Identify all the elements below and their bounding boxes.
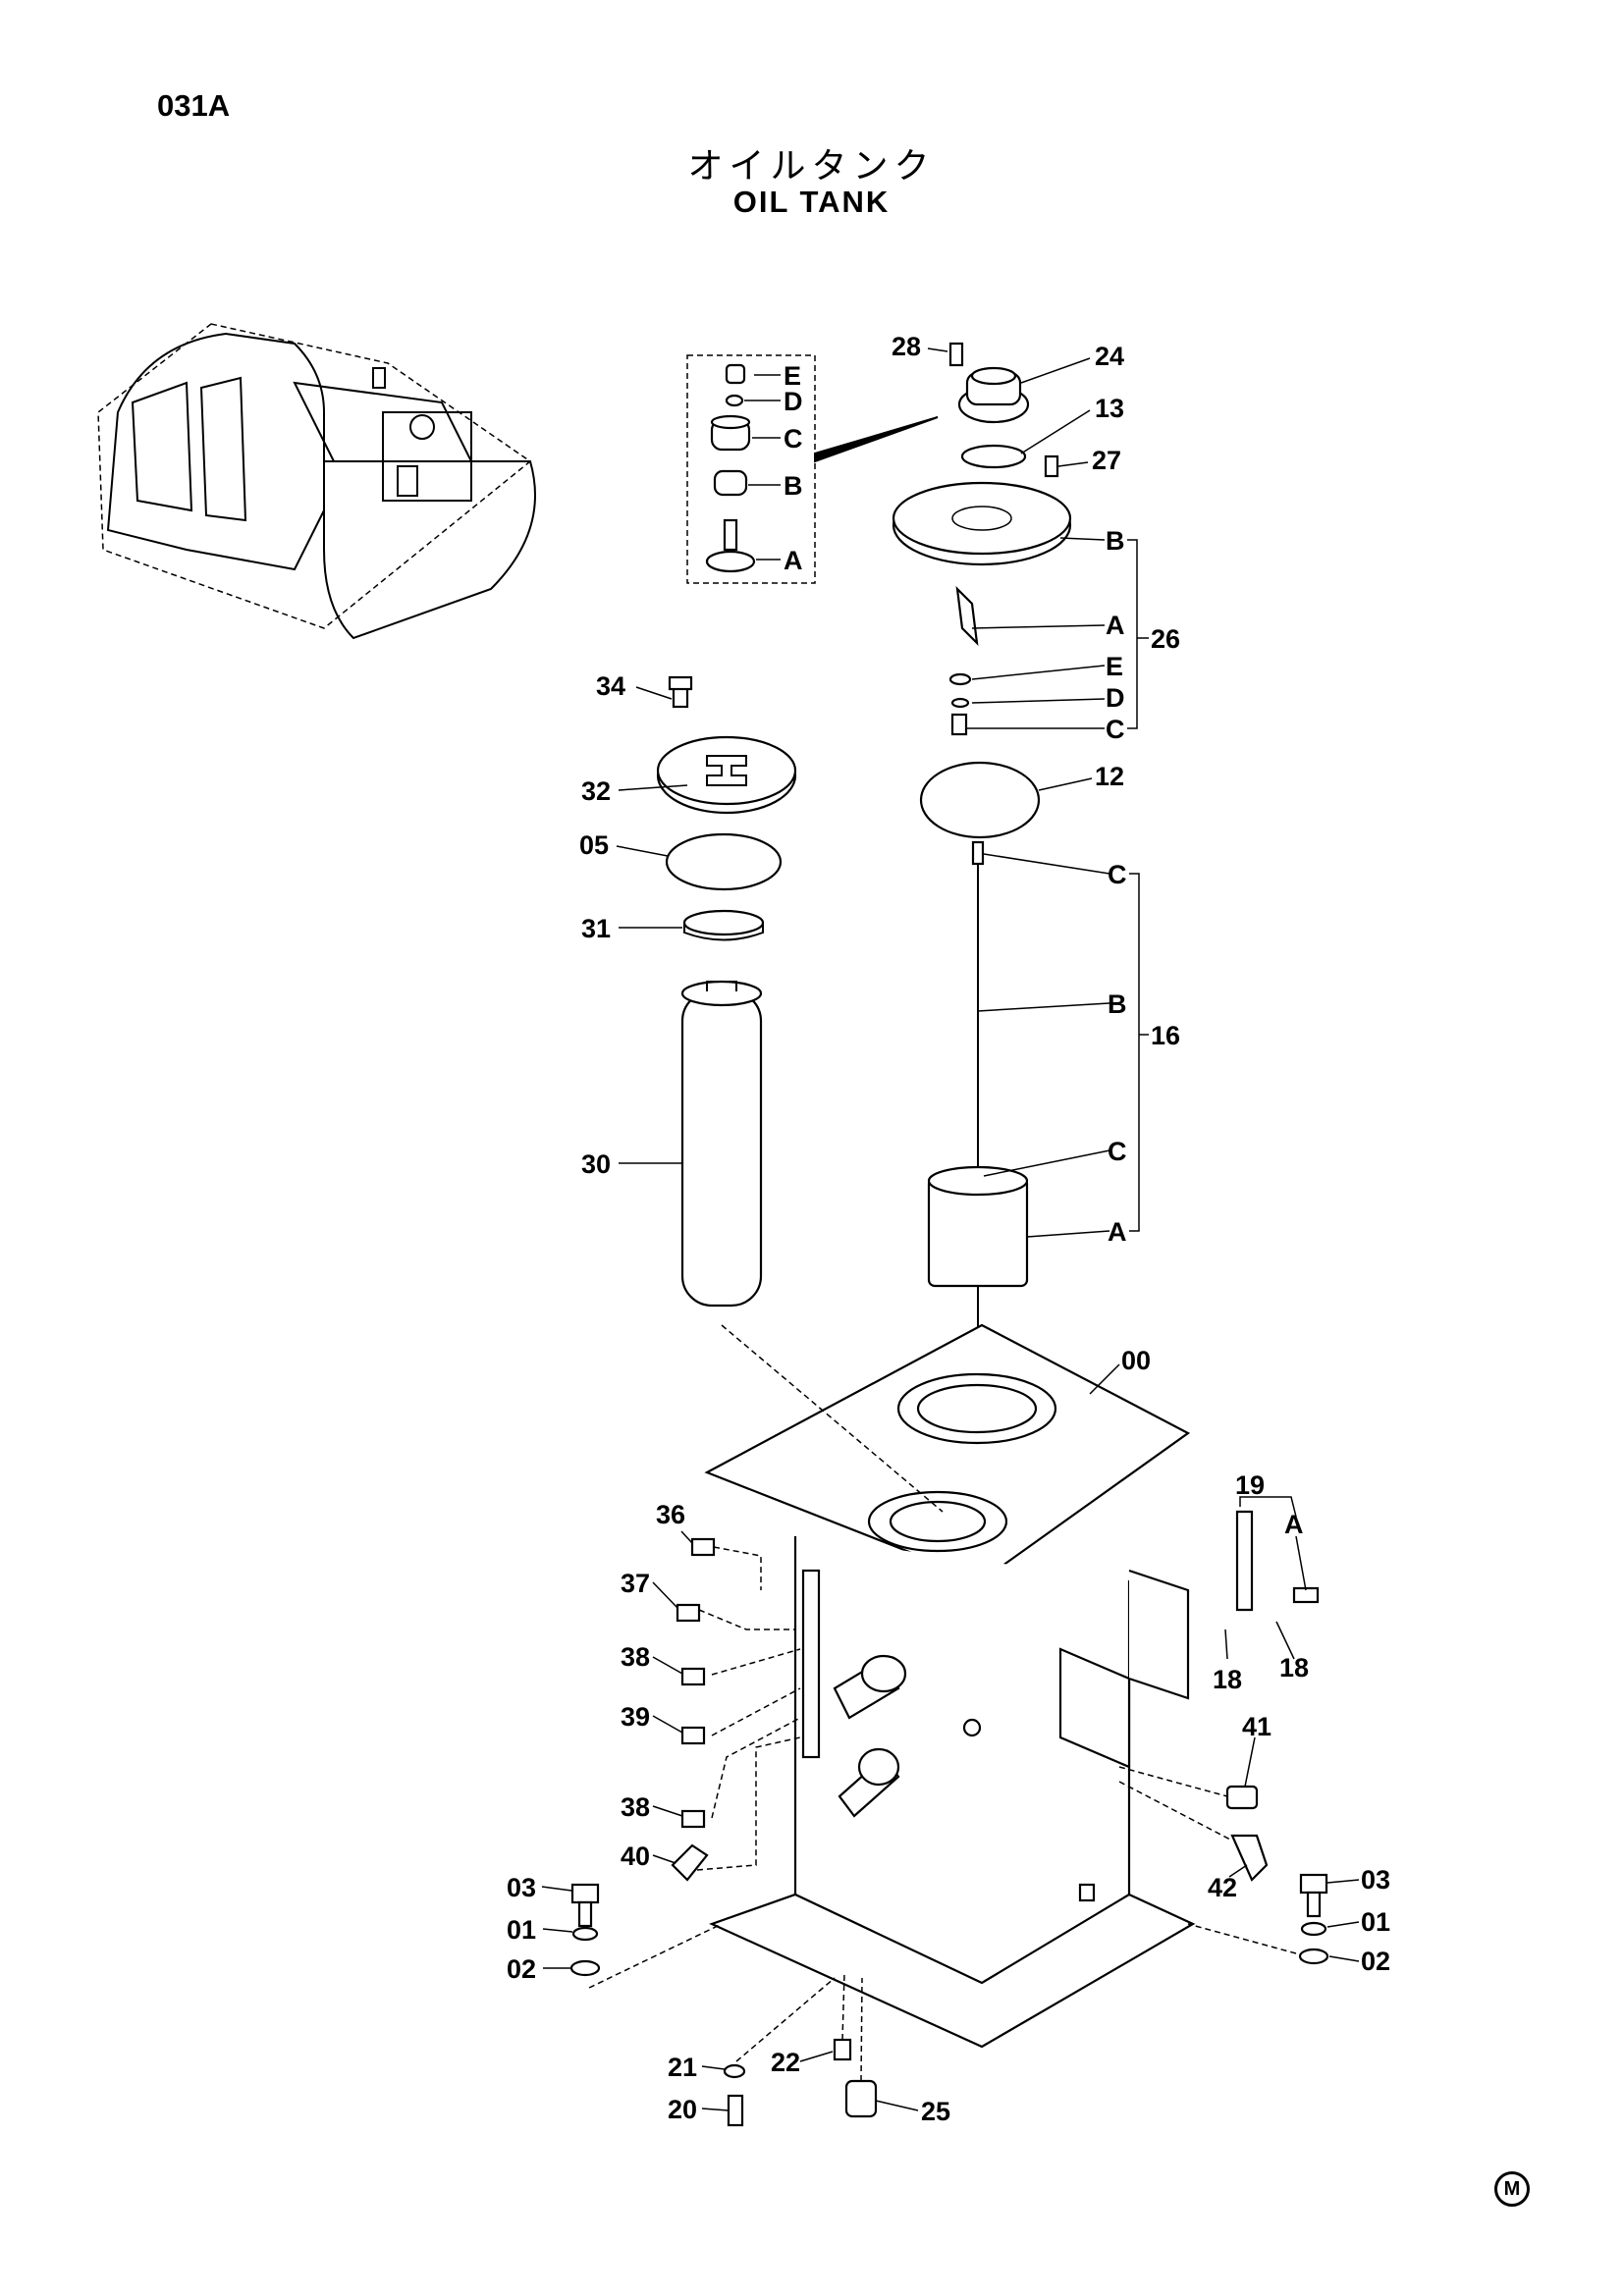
title-japanese: オイルタンク [687, 146, 936, 187]
callout-40: 40 [621, 1842, 650, 1871]
callout-26-D: D [1106, 683, 1125, 713]
callout-26: 26 [1151, 624, 1180, 654]
callout-38-upper: 38 [621, 1642, 650, 1672]
callout-25: 25 [921, 2097, 950, 2126]
callout-41: 41 [1242, 1712, 1271, 1741]
inset-label-C: C [784, 424, 803, 454]
callout-16: 16 [1151, 1021, 1180, 1050]
callout-26-C: C [1106, 715, 1125, 744]
inset-detail-box [686, 354, 939, 584]
callout-20: 20 [668, 2095, 697, 2124]
inset-label-D: D [784, 387, 803, 416]
callout-12: 12 [1095, 762, 1124, 791]
breather-assembly [892, 342, 1072, 839]
callout-26-A: A [1106, 611, 1125, 640]
callout-34: 34 [596, 671, 625, 701]
drain-plugs [723, 1972, 878, 2127]
callout-39: 39 [621, 1702, 650, 1732]
callout-18-right: 18 [1279, 1653, 1309, 1682]
callout-03-left: 03 [507, 1873, 536, 1902]
callout-37: 37 [621, 1569, 650, 1598]
callout-13: 13 [1095, 394, 1124, 423]
callout-16-C-bottom: C [1108, 1137, 1127, 1166]
callout-27: 27 [1092, 446, 1121, 475]
inset-label-A: A [784, 546, 803, 575]
callout-05: 05 [579, 830, 609, 860]
callout-02-right: 02 [1361, 1947, 1390, 1976]
filter-assembly [656, 675, 797, 1308]
callout-26-E: E [1106, 652, 1123, 681]
callout-28: 28 [892, 332, 921, 361]
callout-03-right: 03 [1361, 1865, 1390, 1895]
callout-01-right: 01 [1361, 1907, 1390, 1937]
callout-26-B: B [1106, 526, 1125, 556]
level-gauge-assembly [927, 840, 1029, 1458]
callout-16-A: A [1108, 1217, 1127, 1247]
callout-21: 21 [668, 2053, 697, 2082]
callout-31: 31 [581, 914, 611, 943]
callout-36: 36 [656, 1500, 685, 1529]
callout-16-B: B [1108, 989, 1127, 1019]
callout-18-left: 18 [1213, 1665, 1242, 1694]
bolt-set-left [569, 1883, 723, 1989]
inset-label-B: B [784, 471, 803, 501]
callout-22: 22 [771, 2048, 800, 2077]
excavator-location-sketch [97, 323, 536, 640]
callout-30: 30 [581, 1149, 611, 1179]
hose-fittings-right [1118, 1766, 1269, 1882]
leader-lines [541, 347, 1360, 2111]
callout-32: 32 [581, 776, 611, 806]
inset-label-E: E [784, 361, 801, 391]
callout-38-lower: 38 [621, 1792, 650, 1822]
callout-24: 24 [1095, 342, 1124, 371]
callout-16-C-top: C [1108, 860, 1127, 889]
callout-42: 42 [1208, 1873, 1237, 1902]
callout-19: 19 [1235, 1470, 1265, 1500]
corner-mark: M [1494, 2171, 1530, 2207]
title-english: OIL TANK [732, 185, 891, 219]
bolt-set-right [1187, 1873, 1329, 1965]
page-code: 031A [157, 88, 231, 123]
callout-01-left: 01 [507, 1915, 536, 1945]
callout-02-left: 02 [507, 1954, 536, 1984]
oil-tank-body [704, 1323, 1320, 2049]
callout-19-A: A [1284, 1510, 1304, 1539]
fittings-left [671, 1537, 801, 1882]
callout-00: 00 [1121, 1346, 1151, 1375]
callout-labels: 28 24 13 27 B A 26 E D C 12 34 32 05 31 … [507, 332, 1390, 2126]
